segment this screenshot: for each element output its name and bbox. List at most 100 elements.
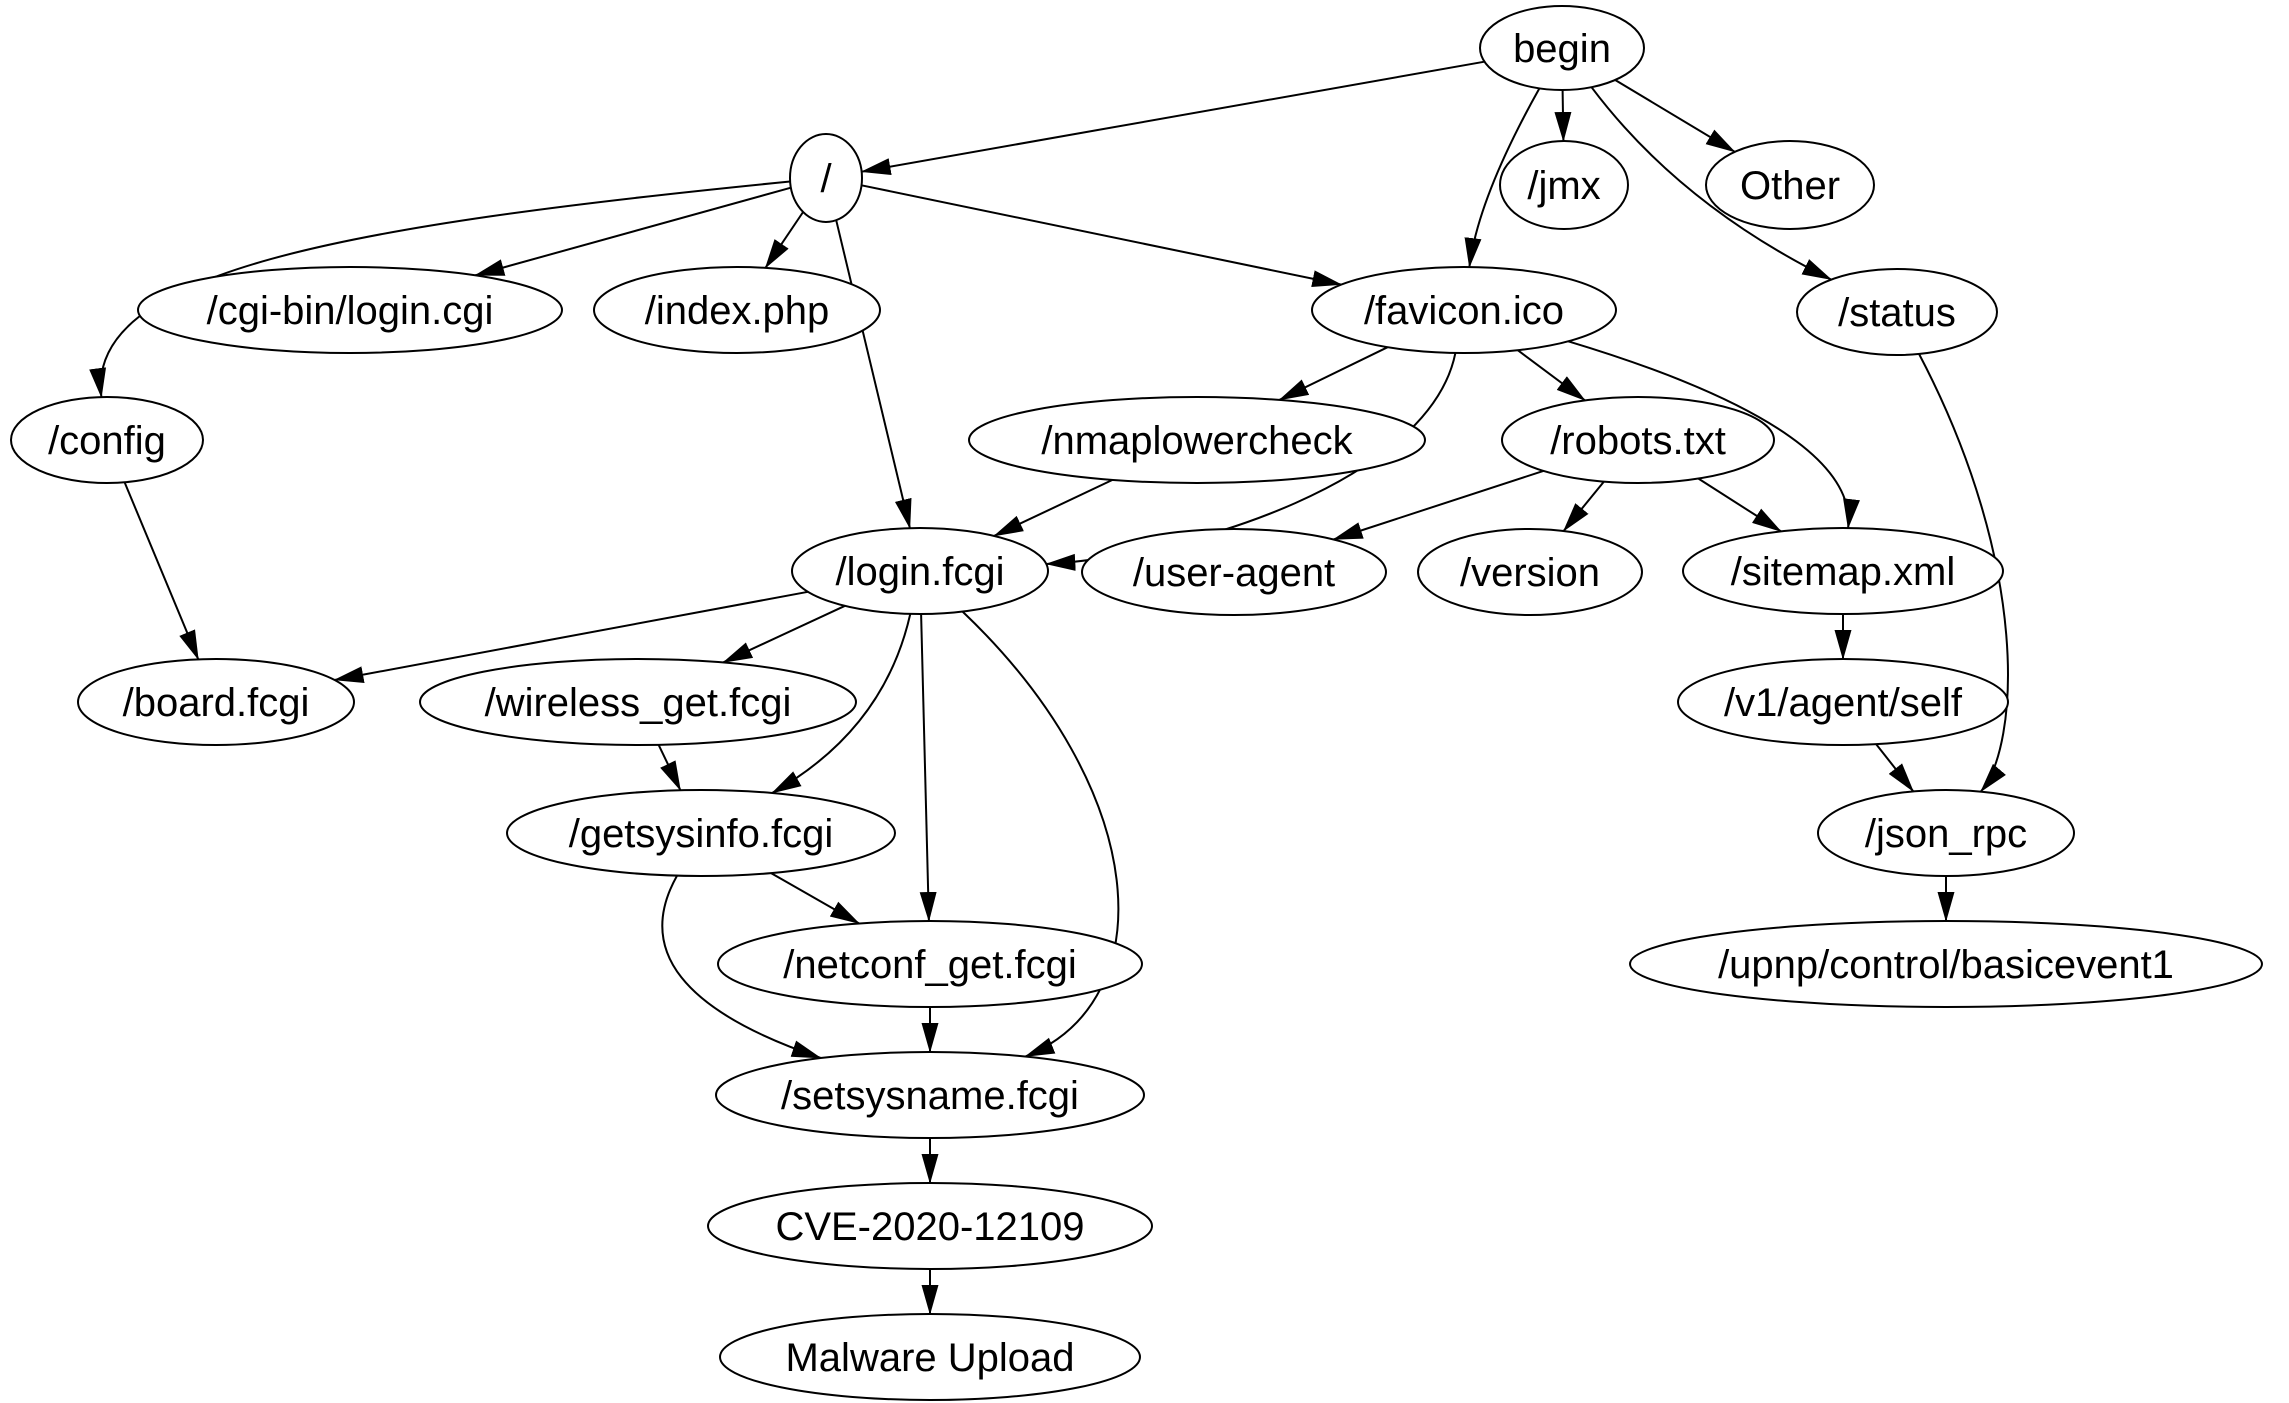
- node-wireless: /wireless_get.fcgi: [419, 658, 857, 746]
- node-cve_2020_12109: CVE-2020-12109: [707, 1182, 1153, 1270]
- edge-wireless-getsysinfo: [657, 744, 682, 792]
- node-label-json_rpc: /json_rpc: [1865, 812, 2027, 856]
- node-label-root: /: [820, 157, 832, 201]
- node-label-upnp: /upnp/control/basicevent1: [1718, 943, 2174, 987]
- node-label-jmx: /jmx: [1527, 164, 1600, 208]
- edge-root-favicon: [861, 184, 1343, 288]
- edge-config-board: [123, 481, 200, 661]
- node-label-getsysinfo: /getsysinfo.fcgi: [569, 812, 834, 856]
- node-sitemap: /sitemap.xml: [1682, 527, 2004, 615]
- node-label-robots: /robots.txt: [1550, 419, 1726, 463]
- node-label-wireless: /wireless_get.fcgi: [485, 681, 792, 725]
- node-ellipse-version: [1417, 528, 1643, 616]
- edge-begin-status: [1590, 86, 1833, 281]
- node-ellipse-begin: [1479, 5, 1645, 91]
- node-label-nmaplowercheck: /nmaplowercheck: [1041, 419, 1353, 463]
- node-label-config: /config: [48, 419, 166, 463]
- edge-favicon-robots: [1517, 349, 1586, 402]
- edge-login-getsysinfo: [771, 613, 912, 794]
- node-other: Other: [1705, 140, 1875, 230]
- node-label-v1_agent_self: /v1/agent/self: [1724, 681, 1963, 725]
- edge-login-board: [333, 590, 809, 684]
- edge-begin-jmx: [1554, 89, 1572, 142]
- node-jmx: /jmx: [1499, 140, 1629, 230]
- node-ellipse-netconf: [717, 920, 1143, 1008]
- node-label-other: Other: [1740, 164, 1840, 208]
- node-label-user_agent: /user-agent: [1133, 551, 1335, 595]
- node-ellipse-favicon: [1311, 266, 1617, 354]
- node-ellipse-other: [1705, 140, 1875, 230]
- edge-begin-favicon: [1464, 87, 1541, 268]
- edge-nmaplowercheck-login: [993, 478, 1113, 537]
- node-robots: /robots.txt: [1501, 396, 1775, 484]
- edge-root-index_php: [764, 211, 804, 269]
- edge-login-netconf: [919, 613, 937, 922]
- node-label-login: /login.fcgi: [836, 550, 1005, 594]
- edge-v1_agent_self-json_rpc: [1875, 743, 1915, 793]
- nodes-layer: begin / /jmx Other/cgi-bin/login.cgi/index.…: [10, 5, 2263, 1401]
- node-netconf: /netconf_get.fcgi: [717, 920, 1143, 1008]
- node-ellipse-user_agent: [1081, 528, 1387, 616]
- node-version: /version: [1417, 528, 1643, 616]
- node-favicon: /favicon.ico: [1311, 266, 1617, 354]
- node-board: /board.fcgi: [77, 658, 355, 746]
- node-ellipse-robots: [1501, 396, 1775, 484]
- node-ellipse-cgi_login: [137, 266, 563, 354]
- node-json_rpc: /json_rpc: [1817, 789, 2075, 877]
- node-user_agent: /user-agent: [1081, 528, 1387, 616]
- node-ellipse-v1_agent_self: [1677, 658, 2009, 746]
- node-ellipse-cve_2020_12109: [707, 1182, 1153, 1270]
- node-label-index_php: /index.php: [645, 289, 830, 333]
- node-ellipse-index_php: [593, 266, 881, 354]
- edge-favicon-sitemap: [1567, 340, 1860, 529]
- node-index_php: /index.php: [593, 266, 881, 354]
- node-label-netconf: /netconf_get.fcgi: [783, 943, 1077, 987]
- node-login: /login.fcgi: [791, 527, 1049, 615]
- edge-begin-other: [1614, 79, 1736, 153]
- edge-root-cgi_login: [474, 186, 792, 277]
- node-ellipse-config: [10, 396, 204, 484]
- node-ellipse-upnp: [1629, 920, 2263, 1008]
- node-label-favicon: /favicon.ico: [1364, 289, 1564, 333]
- edge-root-config: [89, 180, 791, 399]
- edge-login-setsysname: [961, 610, 1120, 1058]
- edge-root-login: [835, 219, 912, 530]
- node-root: /: [789, 133, 863, 223]
- node-label-begin: begin: [1513, 27, 1611, 71]
- edge-getsysinfo-netconf: [770, 872, 861, 925]
- node-label-sitemap: /sitemap.xml: [1731, 550, 1956, 594]
- node-ellipse-sitemap: [1682, 527, 2004, 615]
- node-ellipse-malware_upload: [719, 1313, 1141, 1401]
- edge-robots-version: [1562, 480, 1605, 532]
- node-v1_agent_self: /v1/agent/self: [1677, 658, 2009, 746]
- node-ellipse-login: [791, 527, 1049, 615]
- node-ellipse-json_rpc: [1817, 789, 2075, 877]
- node-ellipse-getsysinfo: [506, 789, 896, 877]
- node-begin: begin: [1479, 5, 1645, 91]
- node-label-version: /version: [1460, 551, 1600, 595]
- node-config: /config: [10, 396, 204, 484]
- node-ellipse-status: [1796, 268, 1998, 356]
- node-malware_upload: Malware Upload: [719, 1313, 1141, 1401]
- node-cgi_login: /cgi-bin/login.cgi: [137, 266, 563, 354]
- node-label-cgi_login: /cgi-bin/login.cgi: [207, 289, 494, 333]
- node-getsysinfo: /getsysinfo.fcgi: [506, 789, 896, 877]
- node-status: /status: [1796, 268, 1998, 356]
- node-ellipse-board: [77, 658, 355, 746]
- edge-begin-root: [860, 60, 1485, 176]
- node-setsysname: /setsysname.fcgi: [715, 1051, 1145, 1139]
- node-label-setsysname: /setsysname.fcgi: [781, 1074, 1079, 1118]
- node-ellipse-setsysname: [715, 1051, 1145, 1139]
- node-ellipse-nmaplowercheck: [968, 396, 1426, 484]
- node-label-board: /board.fcgi: [123, 681, 310, 725]
- node-ellipse-jmx: [1499, 140, 1629, 230]
- node-label-cve_2020_12109: CVE-2020-12109: [775, 1205, 1084, 1249]
- node-nmaplowercheck: /nmaplowercheck: [968, 396, 1426, 484]
- node-ellipse-root: [789, 133, 863, 223]
- edge-getsysinfo-setsysname: [661, 875, 822, 1059]
- node-upnp: /upnp/control/basicevent1: [1629, 920, 2263, 1008]
- edge-login-wireless: [722, 604, 846, 664]
- edge-robots-user_agent: [1332, 469, 1544, 541]
